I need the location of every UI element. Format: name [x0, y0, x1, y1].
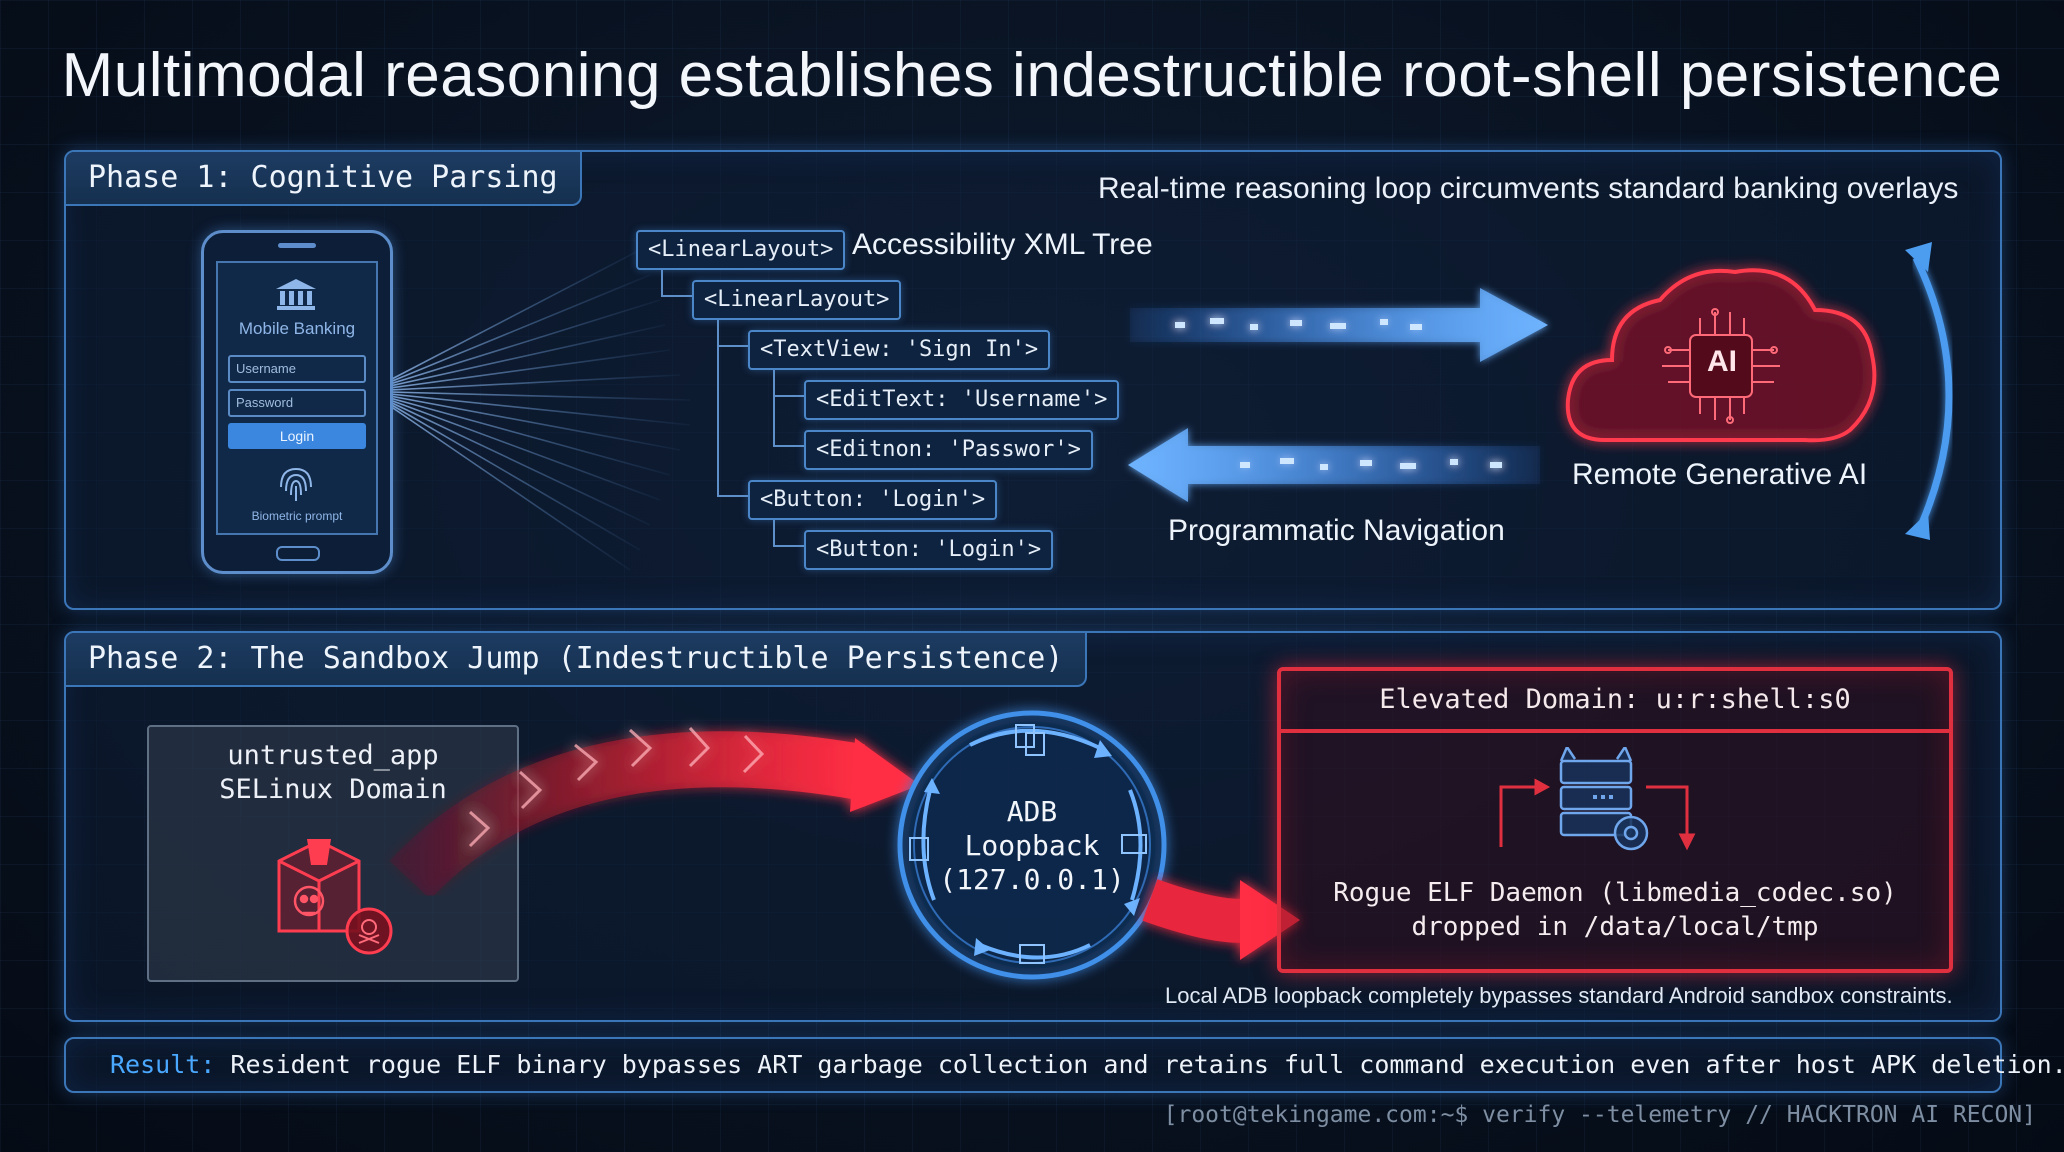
phone-username-field: Username	[228, 355, 366, 383]
xml-node-linearlayout-root: <LinearLayout>	[636, 230, 846, 270]
phone-password-field: Password	[228, 389, 366, 417]
xml-node-linearlayout: <LinearLayout>	[692, 280, 902, 320]
xml-node-button-login: <Button: 'Login'>	[748, 480, 998, 520]
terminal-footer: [root@tekingame.com:~$ verify --telemetr…	[1163, 1102, 2036, 1128]
elevated-header: Elevated Domain: u:r:shell:s0	[1281, 671, 1949, 733]
loop-arrow-head-bottom	[1905, 512, 1930, 540]
arrow-to-ai	[1130, 288, 1548, 362]
bank-icon	[276, 279, 316, 310]
phase1-label: Phase 1: Cognitive Parsing	[66, 152, 582, 206]
reasoning-loop-arrow	[1912, 256, 1953, 530]
untrusted-line2: SELinux Domain	[219, 774, 447, 805]
phone-speaker	[278, 243, 316, 248]
adb-line1: ADB	[1006, 795, 1058, 828]
jump-arrow	[389, 726, 920, 900]
daemon-line1: Rogue ELF Daemon (libmedia_codec.so)	[1333, 878, 1897, 908]
escalation-arrow	[1142, 879, 1300, 960]
phase1-subtitle: Real-time reasoning loop circumvents sta…	[1098, 172, 1959, 205]
ai-caption: Remote Generative AI	[1572, 458, 1868, 491]
loop-arrow-head-top	[1905, 242, 1932, 272]
phase2-label: Phase 2: The Sandbox Jump (Indestructibl…	[66, 633, 1088, 687]
phase2-footnote: Local ADB loopback completely bypasses s…	[1165, 983, 1953, 1008]
malicious-package-icon	[277, 839, 393, 955]
adb-line2: Loopback	[964, 829, 1100, 862]
rogue-daemon-server-icon	[1499, 747, 1696, 851]
ai-chip-icon	[1662, 308, 1780, 424]
fingerprint-icon	[280, 467, 312, 501]
elevated-domain-box: Elevated Domain: u:r:shell:s0 Rogue ELF …	[1277, 667, 1953, 973]
untrusted-line1: untrusted_app	[227, 740, 439, 771]
phone-screen: Mobile Banking Username Password Login B…	[216, 261, 378, 535]
phone-mockup: Mobile Banking Username Password Login B…	[201, 230, 393, 574]
phone-home-button	[276, 546, 320, 561]
result-label: Result:	[110, 1050, 216, 1079]
arrow-from-ai	[1128, 428, 1540, 502]
xml-node-textview: <TextView: 'Sign In'>	[748, 330, 1051, 370]
xml-node-edittext-password: <Editnon: 'Passwor'>	[804, 430, 1093, 470]
result-bar: Result: Resident rogue ELF binary bypass…	[64, 1037, 2064, 1093]
phone-app-name: Mobile Banking	[238, 319, 356, 338]
ai-badge: AI	[1707, 345, 1737, 378]
nav-caption: Programmatic Navigation	[1168, 514, 1505, 547]
daemon-line2: dropped in /data/local/tmp	[1411, 912, 1819, 942]
phone-biometric-label: Biometric prompt	[251, 509, 343, 523]
xml-node-button-login-child: <Button: 'Login'>	[804, 530, 1054, 570]
xml-node-edittext-username: <EditText: 'Username'>	[804, 380, 1120, 420]
phone-login-button: Login	[228, 423, 366, 449]
adb-loop-ring	[897, 710, 1167, 980]
xml-tree-caption: Accessibility XML Tree	[852, 228, 1153, 261]
result-text: Resident rogue ELF binary bypasses ART g…	[230, 1050, 2064, 1079]
page-title: Multimodal reasoning establishes indestr…	[61, 41, 2003, 110]
adb-line3: (127.0.0.1)	[939, 863, 1125, 896]
